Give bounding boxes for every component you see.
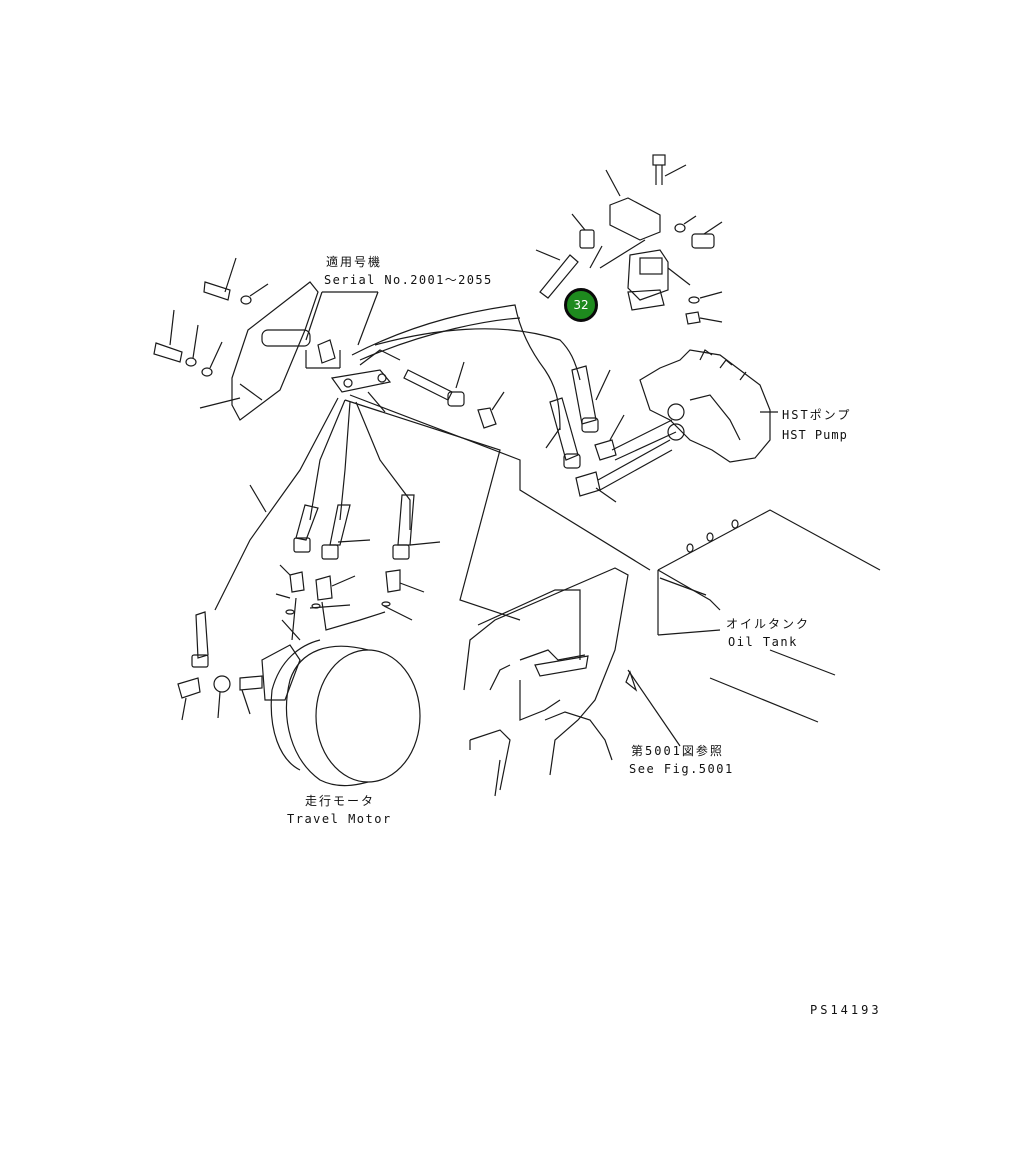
travel-motor-label-en: Travel Motor (287, 812, 392, 826)
see-fig-label-jp: 第5001図参照 (631, 744, 724, 758)
serial-label-en: Serial No.2001～2055 (324, 273, 493, 287)
oil-tank-label-en: Oil Tank (728, 635, 798, 649)
hose-lines (214, 304, 651, 621)
serial-label-jp: 適用号機 (326, 255, 383, 269)
hst-pump-label-en: HST Pump (782, 428, 848, 442)
valve-assembly (535, 154, 723, 325)
fittings-mid (403, 361, 677, 503)
oil-tank (657, 509, 881, 723)
oil-tank-label-jp: オイルタンク (726, 617, 811, 631)
drawing-number: PS14193 (810, 1003, 882, 1017)
hst-pump (639, 349, 778, 463)
frame-assembly (463, 567, 681, 797)
hst-pump-label-jp: HSTポンプ (782, 408, 852, 422)
left-bracket (153, 257, 379, 421)
see-fig-label-en: See Fig.5001 (629, 762, 734, 776)
manifold-block (330, 369, 392, 413)
travel-motor-label-jp: 走行モータ (305, 794, 376, 808)
part-callout-32[interactable]: 32 (564, 288, 598, 322)
travel-motor (177, 494, 441, 787)
